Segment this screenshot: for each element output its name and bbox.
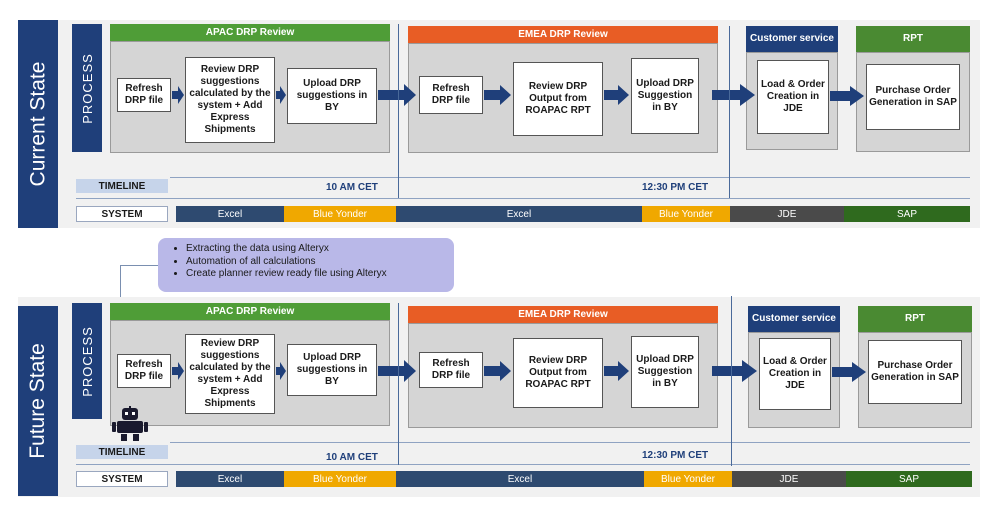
future-timeline-line xyxy=(170,442,970,443)
future-emea-refresh-box: Refresh DRP file xyxy=(419,352,483,388)
future-timeline-label: TIMELINE xyxy=(76,445,168,459)
note-connector-h xyxy=(120,265,158,266)
future-rpt-header: RPT xyxy=(858,306,972,332)
current-timeline-t1: 10 AM CET xyxy=(326,182,378,193)
future-vline-1 xyxy=(398,303,399,465)
robot-icon xyxy=(112,406,148,441)
note-item-1: Extracting the data using Alteryx xyxy=(186,243,448,256)
future-arrow-2 xyxy=(276,362,286,380)
future-arrow-5 xyxy=(604,361,629,381)
current-rpt-po-box: Purchase Order Generation in SAP xyxy=(866,64,960,130)
future-state-label: Future State xyxy=(18,306,58,496)
future-vline-2 xyxy=(731,296,732,466)
current-sys-by-2: Blue Yonder xyxy=(642,206,730,222)
current-sys-jde: JDE xyxy=(730,206,844,222)
current-sys-excel-1: Excel xyxy=(176,206,284,222)
future-sys-by-2: Blue Yonder xyxy=(644,471,732,487)
current-emea-header: EMEA DRP Review xyxy=(408,26,718,43)
current-timeline-line xyxy=(170,177,970,178)
future-emea-upload-box: Upload DRP Suggestion in BY xyxy=(631,336,699,408)
current-vline-2 xyxy=(729,26,730,198)
current-timeline-bottom xyxy=(76,198,970,199)
future-emea-header: EMEA DRP Review xyxy=(408,306,718,323)
future-system-label: SYSTEM xyxy=(76,471,168,487)
current-emea-upload-box: Upload DRP Suggestion in BY xyxy=(631,58,699,134)
future-arrow-4 xyxy=(484,361,511,381)
current-arrows xyxy=(172,84,864,106)
future-arrow-7 xyxy=(832,362,866,382)
current-arrow-4 xyxy=(484,85,511,105)
future-arrow-3 xyxy=(378,360,416,382)
future-apac-refresh-box: Refresh DRP file xyxy=(117,354,171,388)
future-arrow-1 xyxy=(172,362,184,380)
current-rpt-header: RPT xyxy=(856,26,970,52)
future-emea-review-box: Review DRP Output from ROAPAC RPT xyxy=(513,338,603,408)
current-arrow-5 xyxy=(604,85,629,105)
future-process-label: PROCESS xyxy=(72,303,102,419)
future-rpt-po-box: Purchase Order Generation in SAP xyxy=(868,340,962,404)
current-sys-by-1: Blue Yonder xyxy=(284,206,396,222)
current-apac-refresh-box: Refresh DRP file xyxy=(117,78,171,112)
current-sys-excel-2: Excel xyxy=(396,206,642,222)
current-timeline-label: TIMELINE xyxy=(76,179,168,193)
current-timeline-t2: 12:30 PM CET xyxy=(642,182,709,193)
future-timeline-t1: 10 AM CET xyxy=(326,452,378,463)
future-sys-excel-1: Excel xyxy=(176,471,284,487)
current-sys-sap: SAP xyxy=(844,206,970,222)
future-apac-header: APAC DRP Review xyxy=(110,303,390,320)
future-sys-sap: SAP xyxy=(846,471,972,487)
current-emea-review-box: Review DRP Output from ROAPAC RPT xyxy=(513,62,603,136)
current-apac-header: APAC DRP Review xyxy=(110,24,390,41)
future-apac-review-box: Review DRP suggestions calculated by the… xyxy=(185,334,275,414)
future-sys-jde: JDE xyxy=(732,471,846,487)
future-apac-upload-box: Upload DRP suggestions in BY xyxy=(287,344,377,396)
future-timeline-bottom xyxy=(76,464,970,465)
future-cs-header: Customer service xyxy=(748,306,840,332)
current-arrow-1 xyxy=(172,86,184,104)
current-system-label: SYSTEM xyxy=(76,206,168,222)
future-sys-excel-2: Excel xyxy=(396,471,644,487)
automation-note: Extracting the data using Alteryx Automa… xyxy=(158,238,454,292)
current-arrow-6 xyxy=(712,84,755,106)
current-apac-review-box: Review DRP suggestions calculated by the… xyxy=(185,57,275,143)
note-item-2: Automation of all calculations xyxy=(186,256,448,269)
current-state-label: Current State xyxy=(18,20,58,228)
current-cs-load-box: Load & Order Creation in JDE xyxy=(757,60,829,134)
future-arrow-6 xyxy=(712,360,757,382)
current-arrow-3 xyxy=(378,84,416,106)
current-arrow-2 xyxy=(276,86,286,104)
current-emea-refresh-box: Refresh DRP file xyxy=(419,76,483,114)
note-item-3: Create planner review ready file using A… xyxy=(186,268,448,281)
future-cs-load-box: Load & Order Creation in JDE xyxy=(759,338,831,410)
current-apac-upload-box: Upload DRP suggestions in BY xyxy=(287,68,377,124)
current-process-label: PROCESS xyxy=(72,24,102,152)
future-arrows xyxy=(172,360,866,382)
current-cs-header: Customer service xyxy=(746,26,838,52)
current-vline-1 xyxy=(398,24,399,198)
future-sys-by-1: Blue Yonder xyxy=(284,471,396,487)
future-timeline-t2: 12:30 PM CET xyxy=(642,450,709,461)
current-arrow-7 xyxy=(830,86,864,106)
